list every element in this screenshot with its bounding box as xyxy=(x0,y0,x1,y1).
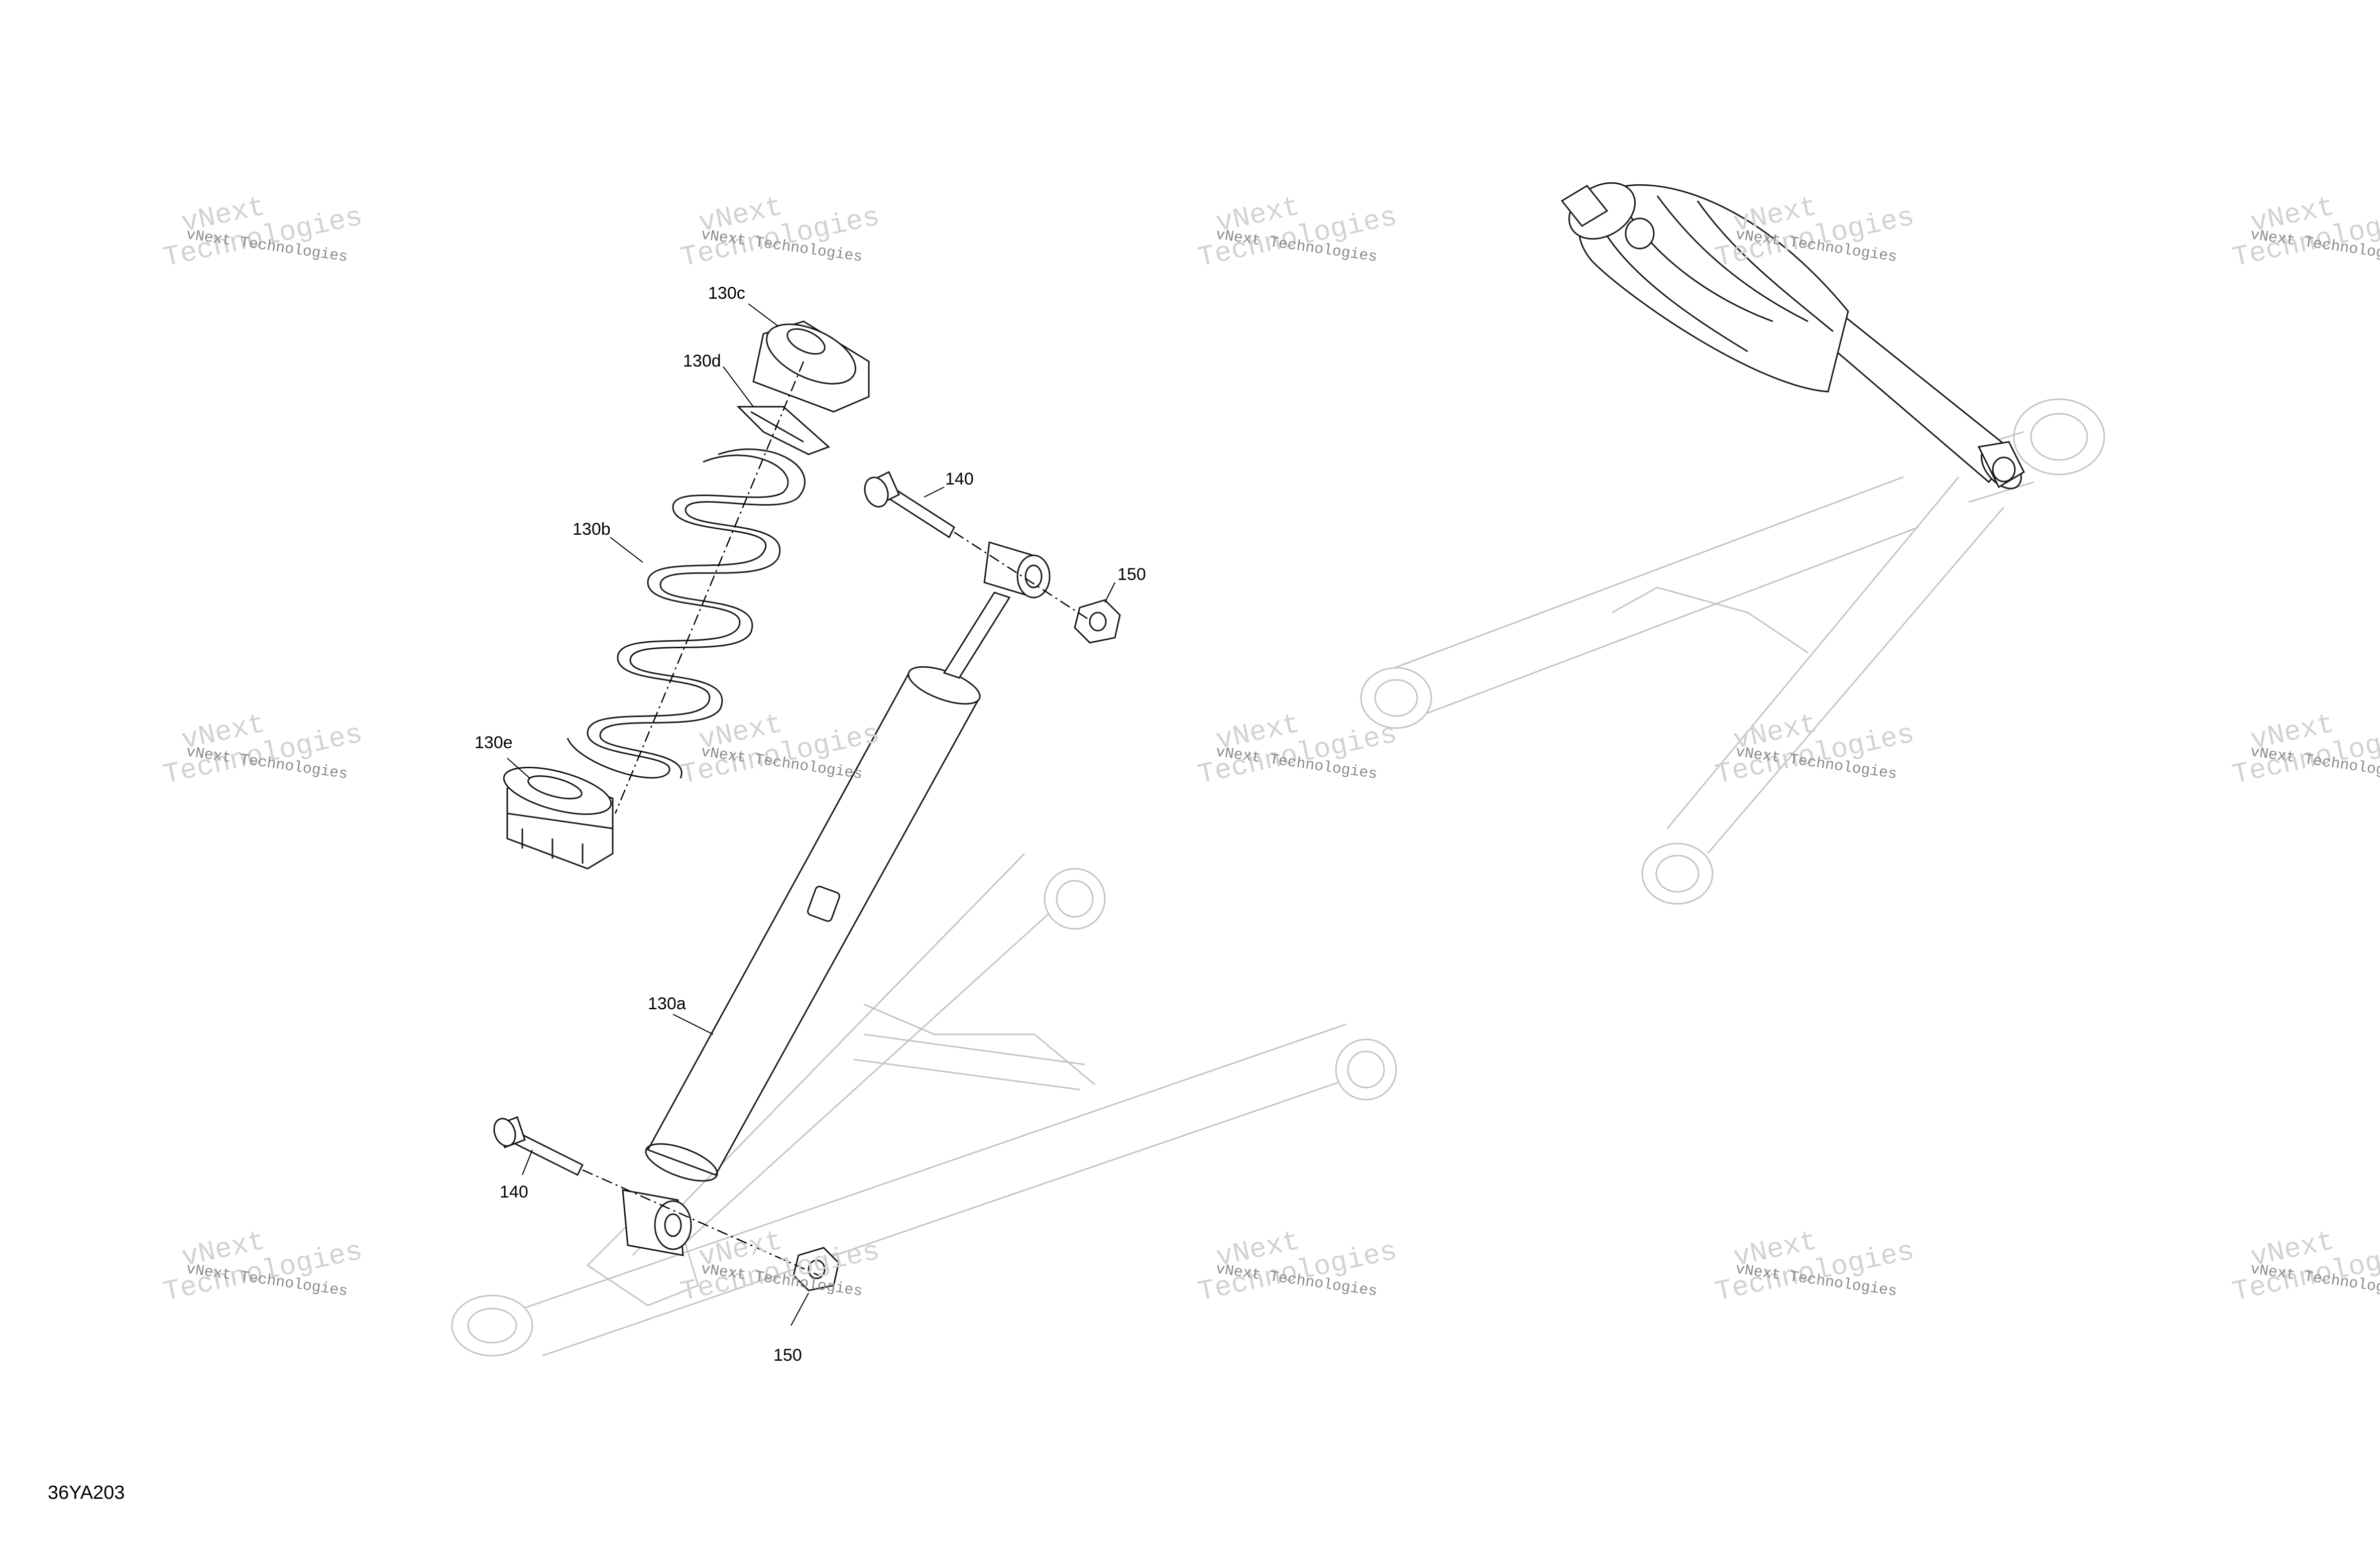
callout-140-top: 140 xyxy=(945,469,974,489)
callout-130b: 130b xyxy=(573,520,611,539)
callout-140-bottom: 140 xyxy=(500,1182,528,1202)
nut-150-top xyxy=(1074,599,1121,644)
leader-lines xyxy=(507,303,1115,1326)
bolt-140-top xyxy=(864,470,955,539)
spring-retainer-130c xyxy=(752,320,870,413)
centerlines xyxy=(582,361,1090,1276)
bolt-140-bottom xyxy=(493,1116,584,1176)
callout-150-top: 150 xyxy=(1117,565,1146,584)
callout-130d: 130d xyxy=(683,351,721,371)
a-arm-left xyxy=(451,853,1397,1357)
callout-130e: 130e xyxy=(475,733,513,752)
diagram-code: 36YA203 xyxy=(48,1482,125,1503)
callout-130c: 130c xyxy=(708,284,745,303)
callout-130a: 130a xyxy=(648,994,686,1013)
callout-labels: 130c 130d 130b 130e 130a 140 150 140 150… xyxy=(48,284,1146,1503)
nut-150-bottom xyxy=(792,1247,840,1291)
assembled-view xyxy=(1360,182,2105,905)
washer-130d xyxy=(736,406,830,455)
coil-spring-130b xyxy=(566,448,806,779)
shock-absorber-130a xyxy=(622,541,1051,1256)
callout-150-bottom: 150 xyxy=(773,1346,802,1365)
spring-seat-130e xyxy=(503,767,614,870)
